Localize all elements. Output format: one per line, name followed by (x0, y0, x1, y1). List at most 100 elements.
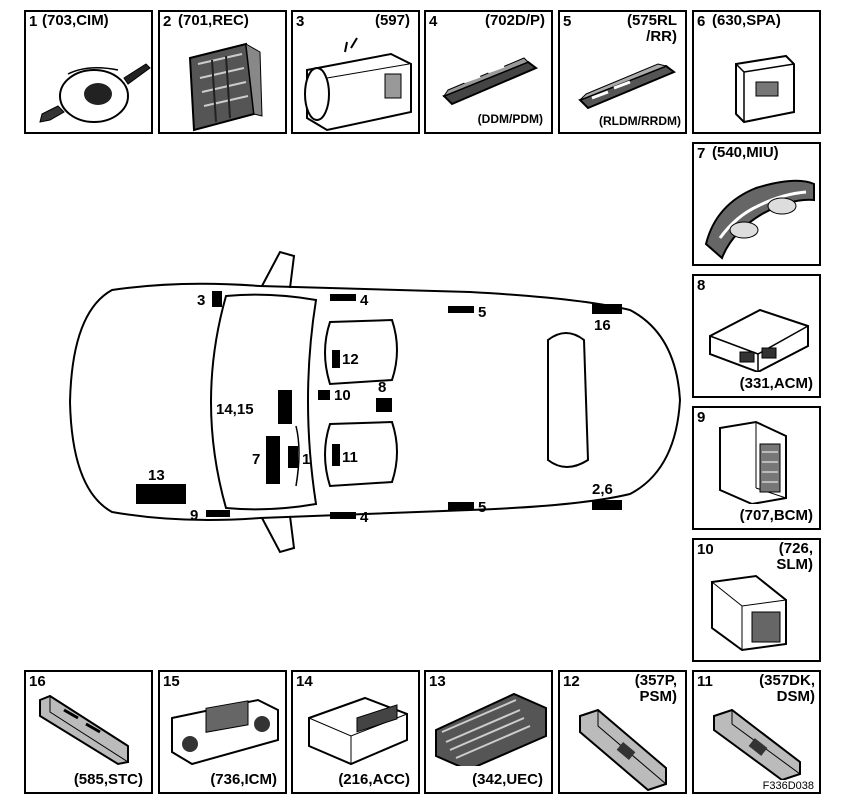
marker-12 (332, 350, 340, 368)
module-box-13: 13 (342,UEC) (424, 670, 553, 794)
slm-module-illustration (711, 574, 787, 652)
label-5-rear: 5 (478, 499, 486, 516)
label-13: 13 (148, 467, 165, 484)
module-number: 14 (296, 673, 313, 690)
module-number: 10 (697, 541, 714, 558)
module-box-9: 9 (707,BCM) (692, 406, 821, 530)
marker-16 (592, 304, 622, 314)
ddm-pdm-illustration (442, 57, 538, 106)
module-code: (357DK, DSM) (759, 672, 815, 705)
acc-module-illustration (308, 696, 408, 766)
marker-2-6 (592, 500, 622, 510)
module-code: (703,CIM) (42, 12, 109, 29)
miu-cluster-illustration (704, 179, 815, 260)
module-code: (736,ICM) (210, 771, 277, 788)
stc-module-illustration (39, 694, 129, 766)
module-box-4: 4 (702D/P) (DDM/PDM) (424, 10, 553, 134)
module-box-15: 15 (736,ICM) (158, 670, 287, 794)
module-number: 12 (563, 673, 580, 690)
module-code: (540,MIU) (712, 144, 779, 161)
module-code: (630,SPA) (712, 12, 781, 29)
module-code: (331,ACM) (739, 375, 813, 392)
module-subcode: (DDM/PDM) (477, 112, 543, 126)
module-code: (702D/P) (484, 12, 545, 29)
rldm-rrdm-illustration (578, 63, 676, 110)
module-box-7: 7 (540,MIU) (692, 142, 821, 266)
module-code: (701,REC) (178, 12, 249, 29)
module-code: (342,UEC) (472, 771, 543, 788)
module-number: 3 (296, 13, 305, 30)
acm-module-illustration (709, 308, 809, 372)
module-box-5: 5 (575RL /RR) (RLDM/RRDM) (558, 10, 687, 134)
marker-1 (288, 446, 298, 468)
marker-14-15 (278, 390, 292, 424)
module-number: 4 (429, 13, 438, 30)
label-2-6: 2,6 (592, 481, 613, 498)
module-number: 1 (29, 13, 38, 30)
marker-10 (318, 390, 330, 400)
module-box-8: 8 (331,ACM) (692, 274, 821, 398)
marker-labels: 3 4 5 16 12 10 8 14,15 7 1 11 13 9 4 5 2… (148, 292, 613, 526)
marker-8 (376, 398, 392, 412)
module-code: (707,BCM) (739, 507, 813, 524)
label-16: 16 (594, 317, 611, 334)
module-code: (575RL /RR) (626, 12, 677, 45)
location-markers (136, 291, 622, 519)
marker-4-rear (330, 512, 356, 519)
marker-5-rear (448, 502, 474, 510)
label-10: 10 (334, 387, 351, 404)
marker-3 (212, 291, 222, 307)
car-outline (68, 250, 682, 554)
label-11: 11 (342, 449, 358, 466)
figure-id: F336D038 (762, 780, 814, 792)
module-code: (726, SLM) (776, 540, 813, 573)
label-4-rear: 4 (360, 509, 369, 526)
rec-module-illustration (188, 42, 263, 132)
psm-module-illustration (579, 708, 667, 792)
module-number: 6 (697, 13, 706, 30)
module-box-16: 16 (585,STC) (24, 670, 153, 794)
dsm-module-illustration (713, 708, 801, 780)
uec-module-illustration (435, 692, 547, 766)
module-number: 11 (697, 673, 713, 690)
label-5-front: 5 (478, 304, 486, 321)
module-number: 8 (697, 277, 706, 294)
marker-4-front (330, 294, 356, 301)
label-12: 12 (342, 351, 359, 368)
module-code: (357P, PSM) (634, 672, 677, 705)
module-box-14: 14 (216,ACC) (291, 670, 420, 794)
module-number: 2 (163, 13, 172, 30)
label-4-front: 4 (360, 292, 369, 309)
marker-11 (332, 444, 340, 466)
module-box-12: 12 (357P, PSM) (558, 670, 687, 794)
module-597-illustration (304, 37, 412, 132)
module-number: 16 (29, 673, 46, 690)
cim-module-illustration (39, 63, 151, 123)
label-9: 9 (190, 507, 198, 524)
module-number: 7 (697, 145, 706, 162)
marker-7 (266, 436, 280, 484)
module-number: 15 (163, 673, 180, 690)
label-3: 3 (197, 292, 205, 309)
module-number: 13 (429, 673, 446, 690)
module-box-1: 1 (703,CIM) (24, 10, 153, 134)
module-subcode: (RLDM/RRDM) (599, 114, 681, 128)
module-number: 9 (697, 409, 706, 426)
module-box-11: 11 (357DK, DSM) (692, 670, 821, 794)
module-box-2: 2 (701,REC) (158, 10, 287, 134)
label-7: 7 (252, 451, 260, 468)
label-14-15: 14,15 (216, 401, 254, 418)
label-8: 8 (378, 379, 386, 396)
label-1: 1 (302, 451, 310, 468)
module-box-10: 10 (726, SLM) (692, 538, 821, 662)
marker-13 (136, 484, 186, 504)
icm-module-illustration (171, 698, 279, 766)
module-box-6: 6 (630,SPA) (692, 10, 821, 134)
module-code: (597) (374, 12, 410, 29)
module-code: (585,STC) (73, 771, 143, 788)
marker-5-front (448, 306, 474, 313)
module-number: 5 (563, 13, 572, 30)
module-code: (216,ACC) (338, 771, 410, 788)
spa-module-illustration (735, 54, 795, 124)
